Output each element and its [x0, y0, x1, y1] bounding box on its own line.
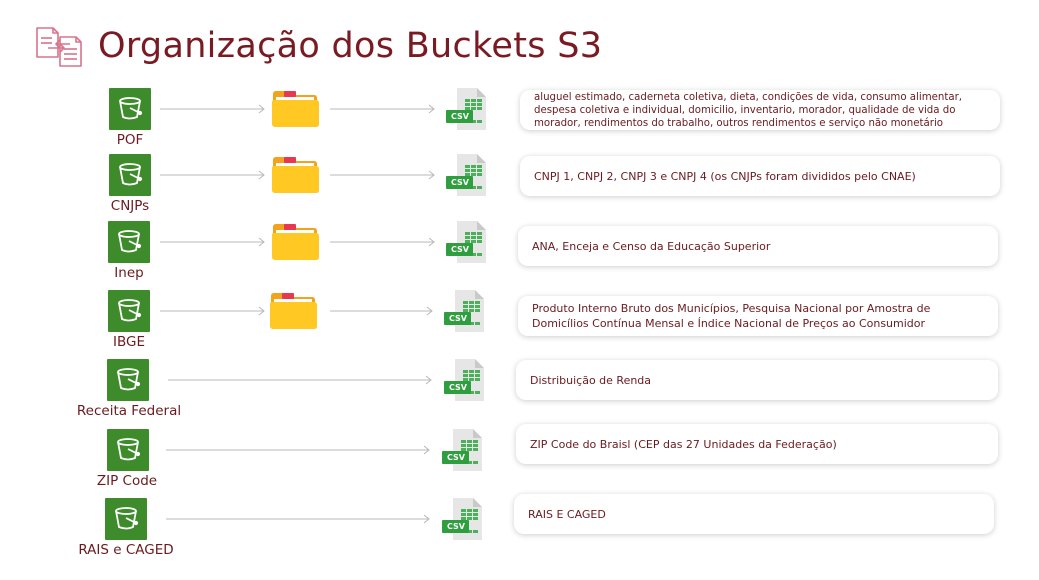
description-card: Distribuição de Renda — [516, 360, 998, 400]
csv-badge-label: CSV — [447, 522, 465, 531]
csv-file-icon: CSV — [445, 87, 489, 131]
s3-bucket-icon — [109, 154, 151, 196]
csv-file-icon: CSV — [445, 153, 489, 197]
csv-badge-label: CSV — [451, 112, 469, 121]
csv-file-icon: CSV — [441, 497, 485, 541]
description-text: ZIP Code do Braisl (CEP das 27 Unidades … — [530, 437, 837, 451]
flow-arrow — [330, 306, 433, 316]
description-card: ZIP Code do Braisl (CEP das 27 Unidades … — [516, 424, 998, 464]
bucket-label: IBGE — [113, 334, 145, 350]
description-text: RAIS E CAGED — [528, 507, 606, 521]
csv-badge-label: CSV — [449, 383, 467, 392]
flow-arrow — [330, 237, 435, 247]
bucket-label: POF — [116, 132, 144, 148]
csv-badge-label: CSV — [447, 453, 465, 462]
description-card: Produto Interno Bruto dos Municípios, Pe… — [518, 296, 998, 336]
page-title: Organização dos Buckets S3 — [98, 26, 603, 66]
description-card: ANA, Enceja e Censo da Educação Superior — [518, 226, 998, 266]
csv-file-icon: CSV — [445, 220, 489, 264]
description-text: Distribuição de Renda — [530, 373, 652, 387]
s3-bucket-icon — [105, 498, 147, 540]
folder-icon — [270, 154, 320, 196]
folder-icon — [270, 221, 320, 263]
bucket-label: ZIP Code — [96, 473, 158, 489]
description-text: ANA, Enceja e Censo da Educação Superior — [532, 239, 771, 253]
description-card: CNPJ 1, CNPJ 2, CNPJ 3 e CNPJ 4 (os CNJP… — [520, 156, 1000, 196]
bucket-label: CNJPs — [110, 198, 150, 214]
flow-arrow — [160, 237, 265, 247]
flow-arrow — [330, 104, 435, 114]
csv-badge-label: CSV — [449, 314, 467, 323]
csv-file-icon: CSV — [443, 289, 487, 333]
description-text: CNPJ 1, CNPJ 2, CNPJ 3 e CNPJ 4 (os CNJP… — [534, 169, 916, 183]
s3-bucket-icon — [108, 290, 150, 332]
csv-badge-label: CSV — [451, 178, 469, 187]
flow-arrow — [160, 306, 265, 316]
description-card: aluguel estimado, caderneta coletiva, di… — [520, 90, 1000, 130]
description-card: RAIS E CAGED — [514, 494, 994, 534]
flow-arrow — [166, 514, 430, 524]
s3-bucket-icon — [108, 221, 150, 263]
header-icon — [34, 25, 84, 69]
flow-arrow — [168, 375, 432, 385]
bucket-label: Receita Federal — [76, 403, 182, 419]
flow-arrow — [330, 170, 435, 180]
s3-bucket-icon — [109, 88, 151, 130]
s3-bucket-icon — [107, 359, 149, 401]
documents-transfer-icon — [36, 27, 82, 67]
bucket-label: RAIS e CAGED — [78, 542, 174, 558]
flow-arrow — [160, 104, 265, 114]
csv-badge-label: CSV — [451, 245, 469, 254]
flow-arrow — [166, 445, 430, 455]
folder-icon — [268, 290, 318, 332]
folder-icon — [270, 88, 320, 130]
csv-file-icon: CSV — [441, 428, 485, 472]
description-text: Produto Interno Bruto dos Municípios, Pe… — [532, 302, 931, 330]
flow-arrow — [160, 170, 265, 180]
bucket-label: Inep — [114, 265, 144, 281]
description-text: aluguel estimado, caderneta coletiva, di… — [534, 91, 963, 129]
csv-file-icon: CSV — [443, 358, 487, 402]
s3-bucket-icon — [107, 429, 149, 471]
